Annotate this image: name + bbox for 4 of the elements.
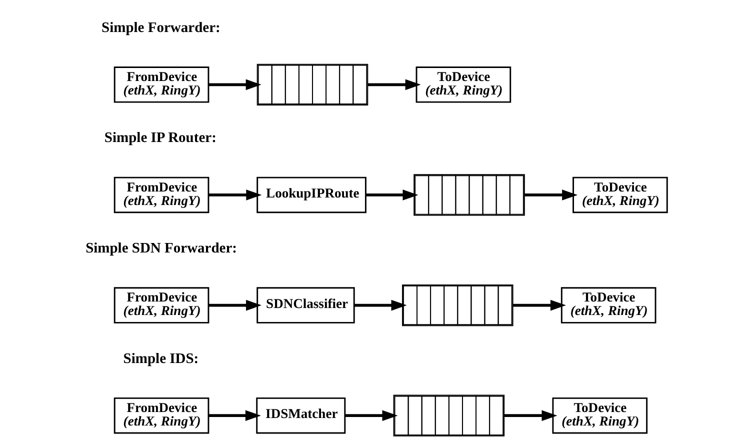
label: Simple Forwarder: [101, 20, 220, 36]
label: Simple IP Router: [104, 130, 216, 146]
label: Simple IDS: [122, 350, 198, 367]
label: Simple SDN Forwarder: [85, 240, 236, 257]
